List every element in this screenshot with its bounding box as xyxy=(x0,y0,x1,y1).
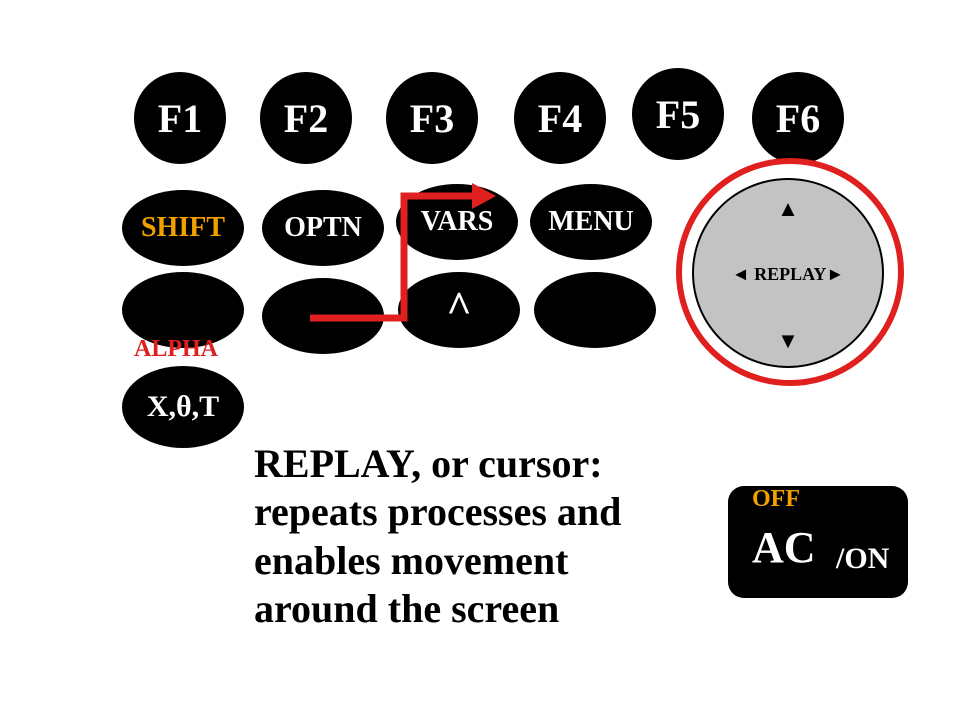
off-label: OFF xyxy=(752,486,800,512)
description-line: REPLAY, or cursor: xyxy=(254,441,603,486)
arrow-line xyxy=(310,192,474,322)
blank-key[interactable] xyxy=(534,272,656,348)
f2-key[interactable]: F2 xyxy=(260,72,352,164)
on-label: /ON xyxy=(836,542,890,575)
f6-label: F6 xyxy=(775,95,821,141)
down-arrow-icon[interactable]: ▼ xyxy=(777,328,799,353)
f5-label: F5 xyxy=(655,91,701,137)
f6-key[interactable]: F6 xyxy=(752,72,844,164)
x-theta-t-label: X,θ,T xyxy=(146,390,220,423)
f1-label: F1 xyxy=(157,95,203,141)
x-theta-t-key[interactable]: X,θ,T xyxy=(122,366,244,448)
description: REPLAY, or cursor: repeats processes and… xyxy=(254,440,714,634)
description-line: around the screen xyxy=(254,586,560,632)
replay-highlight-ring xyxy=(676,158,904,386)
f1-key[interactable]: F1 xyxy=(134,72,226,164)
arrow-head xyxy=(472,183,496,209)
vars-label: VARS xyxy=(420,206,494,237)
up-arrow-icon[interactable]: ▲ xyxy=(777,196,799,221)
alpha-label: ALPHA xyxy=(134,336,218,362)
f2-label: F2 xyxy=(283,95,329,141)
menu-key[interactable]: MENU xyxy=(530,184,652,260)
power-key[interactable]: ^ xyxy=(398,272,520,348)
optn-key[interactable]: OPTN xyxy=(262,190,384,266)
ac-on-key[interactable]: OFF AC /ON xyxy=(728,486,908,598)
description-line: repeats processes and xyxy=(254,489,622,535)
f3-key[interactable]: F3 xyxy=(386,72,478,164)
replay-label: ◄ REPLAY► xyxy=(731,264,845,284)
f3-label: F3 xyxy=(409,95,455,141)
shift-label: SHIFT xyxy=(140,212,226,243)
alpha-key[interactable] xyxy=(122,272,244,348)
optn-label: OPTN xyxy=(284,212,362,243)
f5-key[interactable]: F5 xyxy=(632,68,724,160)
f4-key[interactable]: F4 xyxy=(514,72,606,164)
ac-label: AC xyxy=(752,523,816,572)
shift-key[interactable]: SHIFT xyxy=(122,190,244,266)
x-squared-label: x2 xyxy=(308,326,334,355)
f4-label: F4 xyxy=(537,95,583,141)
menu-label: MENU xyxy=(548,206,634,237)
replay-dpad[interactable]: ▲ ◄ REPLAY► ▼ xyxy=(692,178,884,368)
power-label: ^ xyxy=(446,282,472,332)
description-line: enables movement xyxy=(254,537,569,583)
